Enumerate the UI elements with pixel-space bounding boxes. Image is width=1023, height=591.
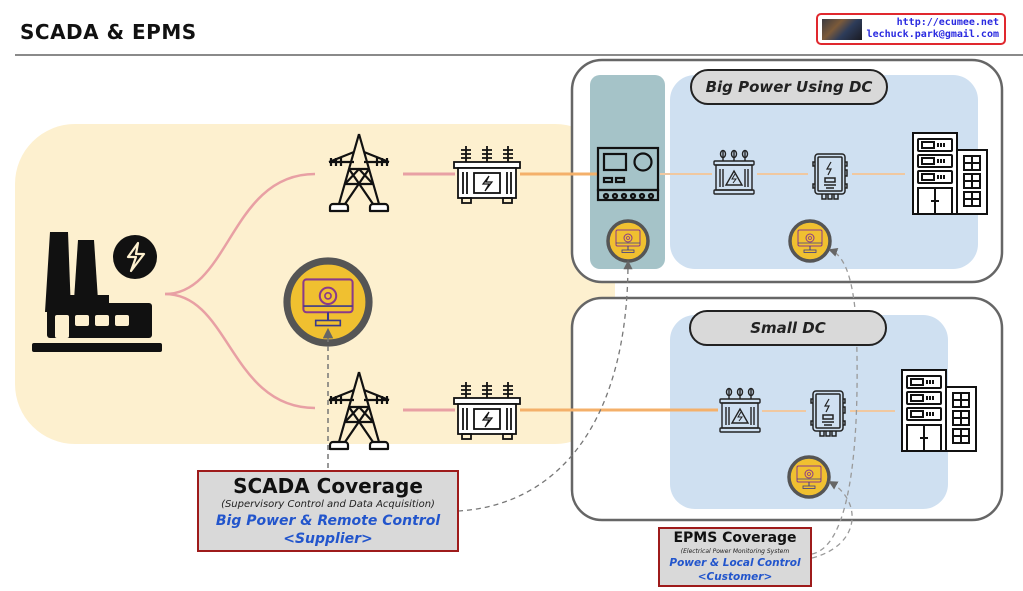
scada-coverage-subtitle: (Supervisory Control and Data Acquisitio… <box>221 499 435 510</box>
scada-coverage-box: SCADA Coverage (Supervisory Control and … <box>197 470 459 552</box>
scada-coverage-title: SCADA Coverage <box>233 474 423 498</box>
scada-coverage-scope: Big Power & Remote Control <box>215 513 441 529</box>
small-dc-label: Small DC <box>689 310 887 346</box>
epms-coverage-box: EPMS Coverage (Electrical Power Monitori… <box>658 527 812 587</box>
epms-coverage-scope: Power & Local Control <box>669 557 801 569</box>
epms-coverage-subtitle: (Electrical Power Monitoring System <box>680 548 790 555</box>
epms-coverage-title: EPMS Coverage <box>673 530 797 546</box>
epms-coverage-party: <Customer> <box>697 571 773 583</box>
switchgear-monitor-icon <box>606 219 650 263</box>
scada-to-switchgear-connector <box>457 260 633 512</box>
credit-box: http://ecumee.net lechuck.park@gmail.com <box>816 13 1006 45</box>
transmission-line-upper <box>164 172 316 296</box>
switchgear-zone <box>590 75 665 269</box>
epms-to-big-dc-connector <box>811 247 858 555</box>
scada-coverage-party: <Supplier> <box>283 531 373 547</box>
power-plant-icon <box>32 232 162 352</box>
small-dc-monitor-icon <box>787 455 831 499</box>
credit-email[interactable]: lechuck.park@gmail.com <box>866 29 999 40</box>
big-dc-monitor-icon <box>788 219 832 263</box>
small-dc-zone <box>670 315 948 509</box>
big-dc-label: Big Power Using DC <box>690 69 888 105</box>
transformer-icon-upper <box>453 145 521 204</box>
transmission-line-lower <box>164 292 316 410</box>
epms-to-small-dc-connector <box>811 481 853 559</box>
author-thumbnail <box>822 19 862 40</box>
big-dc-zone <box>670 75 978 269</box>
credit-url[interactable]: http://ecumee.net <box>896 17 999 28</box>
transformer-icon-lower <box>453 381 521 440</box>
page-title: SCADA & EPMS <box>20 20 197 44</box>
title-divider <box>15 54 1023 56</box>
